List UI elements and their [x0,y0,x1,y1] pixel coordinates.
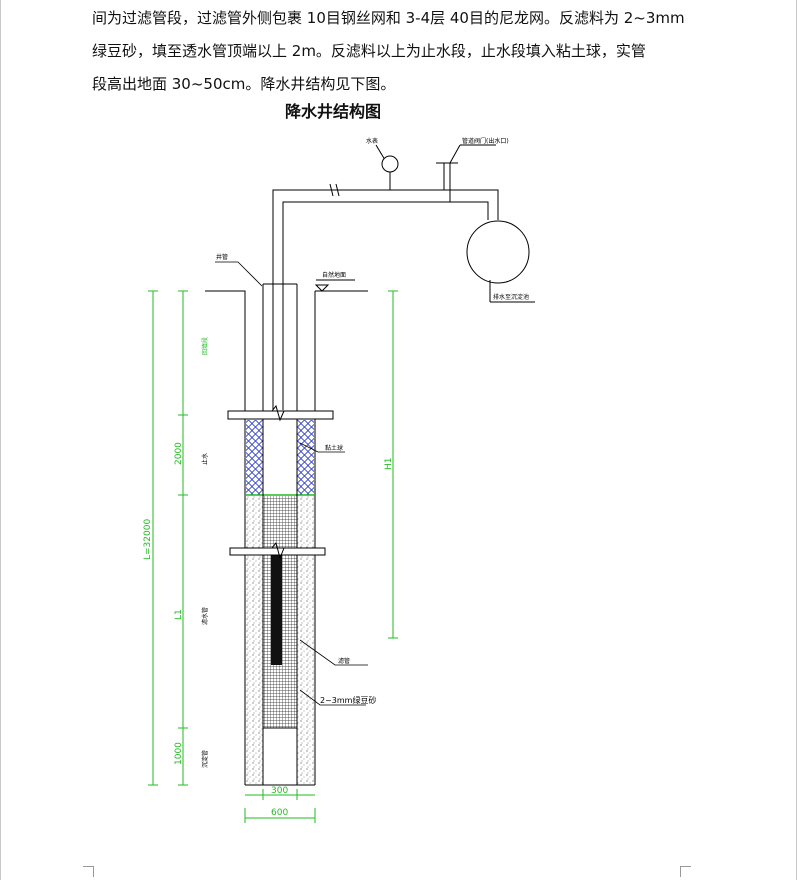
discharge-pipe [272,144,499,220]
corner-mark-left [83,866,94,877]
dim-total: L=32000 [143,519,153,560]
dim-seg-top-label: 回填段 [201,337,209,355]
body-paragraph: 间为过滤管段，过滤管外侧包裹 10目钢丝网和 3-4层 40目的尼龙网。反滤料为… [92,2,732,101]
figure-title: 降水井结构图 [284,102,381,121]
gravel-label: 2~3mm绿豆砂 [320,695,376,705]
corner-mark-right [680,866,691,877]
clay-ball-fill-right [297,420,314,495]
dim-300: 300 [271,786,288,796]
break-line-upper [227,404,334,422]
tank-label: 排水至沉淀池 [493,293,529,301]
borehole [205,290,368,786]
dim-l1: L1 [174,609,184,620]
leader-lines [215,261,368,706]
page-left-edge [0,0,1,880]
dim-2000: 2000 [174,442,184,465]
filter-pipe-label: 滤管 [338,657,350,665]
dim-h1: H1 [384,458,394,471]
dim-1000-label: 沉淀管 [201,750,209,768]
gravel-fill-left [246,496,263,784]
dim-1000: 1000 [174,742,184,765]
well-pipe [262,193,298,785]
dim-2000-label: 止水 [201,453,209,465]
sedimentation-tank-icon [466,220,530,284]
dim-l1-label: 滤水管 [201,607,209,625]
paragraph-line: 间为过滤管段，过滤管外侧包裹 10目钢丝网和 3-4层 40目的尼龙网。反滤料为… [92,9,685,27]
dimension-lines [148,290,398,823]
clay-label: 黏土球 [325,444,343,452]
clay-ball-fill-left [246,420,263,495]
ground-marker [314,279,355,292]
paragraph-line: 段高出地面 30~50cm。降水井结构见下图。 [92,75,396,93]
well-pipe-label: 井管 [216,253,228,261]
break-line-lower [229,541,326,560]
gravel-fill-right [297,496,314,784]
valve-icon [381,155,399,173]
paragraph-line: 绿豆砂，填至透水管顶端以上 2m。反滤料以上为止水段，止水段填入粘土球，实管 [92,42,646,60]
gate-label: 管道阀门(出水口) [462,137,509,145]
dim-600: 600 [271,808,288,818]
pump-body [271,555,282,665]
ground-label: 自然地面 [322,271,346,279]
valve-label: 水表 [366,137,378,145]
